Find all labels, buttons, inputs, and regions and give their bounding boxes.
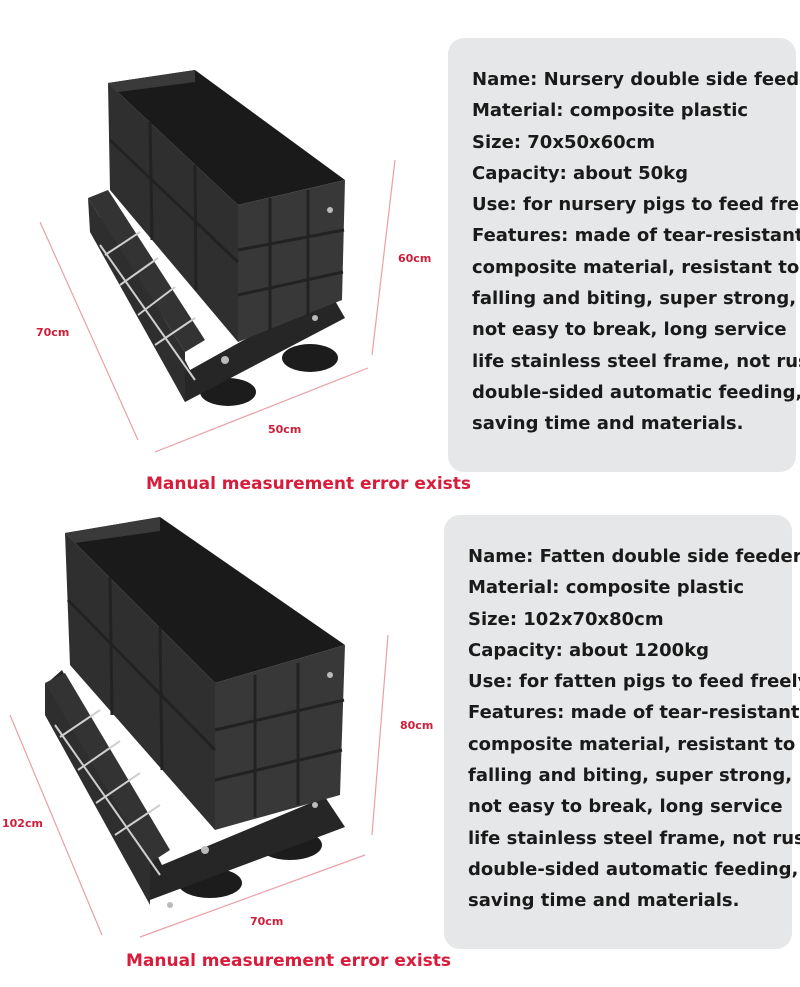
- dimension-line-width: [139, 854, 366, 938]
- dimension-line-height: [371, 634, 389, 836]
- spec-card: Name: Fatten double side feeder Material…: [444, 515, 800, 949]
- spec-material: Material: composite plastic: [468, 577, 745, 599]
- spec-capacity: Capacity: about 50kg: [472, 162, 689, 184]
- product-section-nursery: 60cm 70cm 50cm Name: Nursery double side…: [0, 0, 800, 494]
- spec-material: Material: composite plastic: [472, 100, 749, 122]
- dimension-length-label: 70cm: [36, 326, 70, 339]
- dimension-line-length: [9, 714, 103, 936]
- product-section-fatten: 80cm 102cm 70cm Name: Fatten double side…: [0, 505, 800, 987]
- spec-use: Use: for nursery pigs to feed freely: [472, 194, 800, 216]
- dimension-line-length: [39, 221, 139, 441]
- spec-name: Name: Fatten double side feeder: [468, 546, 800, 567]
- spec-features-line: falling and biting, super strong,: [472, 288, 797, 310]
- spec-capacity: Capacity: about 1200kg: [468, 639, 710, 661]
- dimension-height-label: 80cm: [400, 719, 434, 732]
- spec-features-line: composite material, resistant to: [468, 733, 796, 755]
- spec-size: Size: 70x50x60cm: [472, 131, 656, 153]
- spec-features-line: double-sided automatic feeding,: [472, 381, 800, 403]
- dimension-width-label: 70cm: [250, 915, 284, 928]
- measurement-note: Manual measurement error exists: [146, 474, 472, 494]
- spec-features-line: Features: made of tear-resistant: [468, 702, 800, 724]
- spec-features-line: composite material, resistant to: [472, 256, 800, 278]
- spec-features-line: double-sided automatic feeding,: [468, 858, 799, 880]
- spec-features-line: life stainless steel frame, not rust,: [472, 350, 800, 372]
- fatten-feeder-image: [45, 517, 345, 908]
- dimension-height-label: 60cm: [398, 252, 432, 265]
- dimension-line-width: [154, 367, 369, 453]
- spec-features-line: saving time and materials.: [468, 890, 740, 912]
- spec-features-line: saving time and materials.: [472, 413, 744, 435]
- spec-use: Use: for fatten pigs to feed freely: [468, 671, 800, 693]
- dimension-width-label: 50cm: [268, 423, 302, 436]
- feeder-photo: [0, 0, 450, 470]
- spec-card: Name: Nursery double side feeder Materia…: [448, 38, 800, 472]
- spec-features-line: life stainless steel frame, not rust,: [468, 827, 800, 849]
- dimension-line-height: [371, 159, 396, 356]
- feeder-photo: [0, 505, 450, 965]
- spec-features-line: Features: made of tear-resistant: [472, 225, 800, 247]
- dimension-length-label: 102cm: [2, 817, 43, 830]
- spec-features-line: falling and biting, super strong,: [468, 765, 793, 787]
- spec-features-line: not easy to break, long service: [468, 796, 783, 818]
- spec-features-line: not easy to break, long service: [472, 319, 787, 341]
- nursery-feeder-image: [88, 70, 345, 406]
- spec-name: Name: Nursery double side feeder: [472, 69, 800, 90]
- measurement-note: Manual measurement error exists: [126, 951, 452, 971]
- spec-size: Size: 102x70x80cm: [468, 608, 664, 630]
